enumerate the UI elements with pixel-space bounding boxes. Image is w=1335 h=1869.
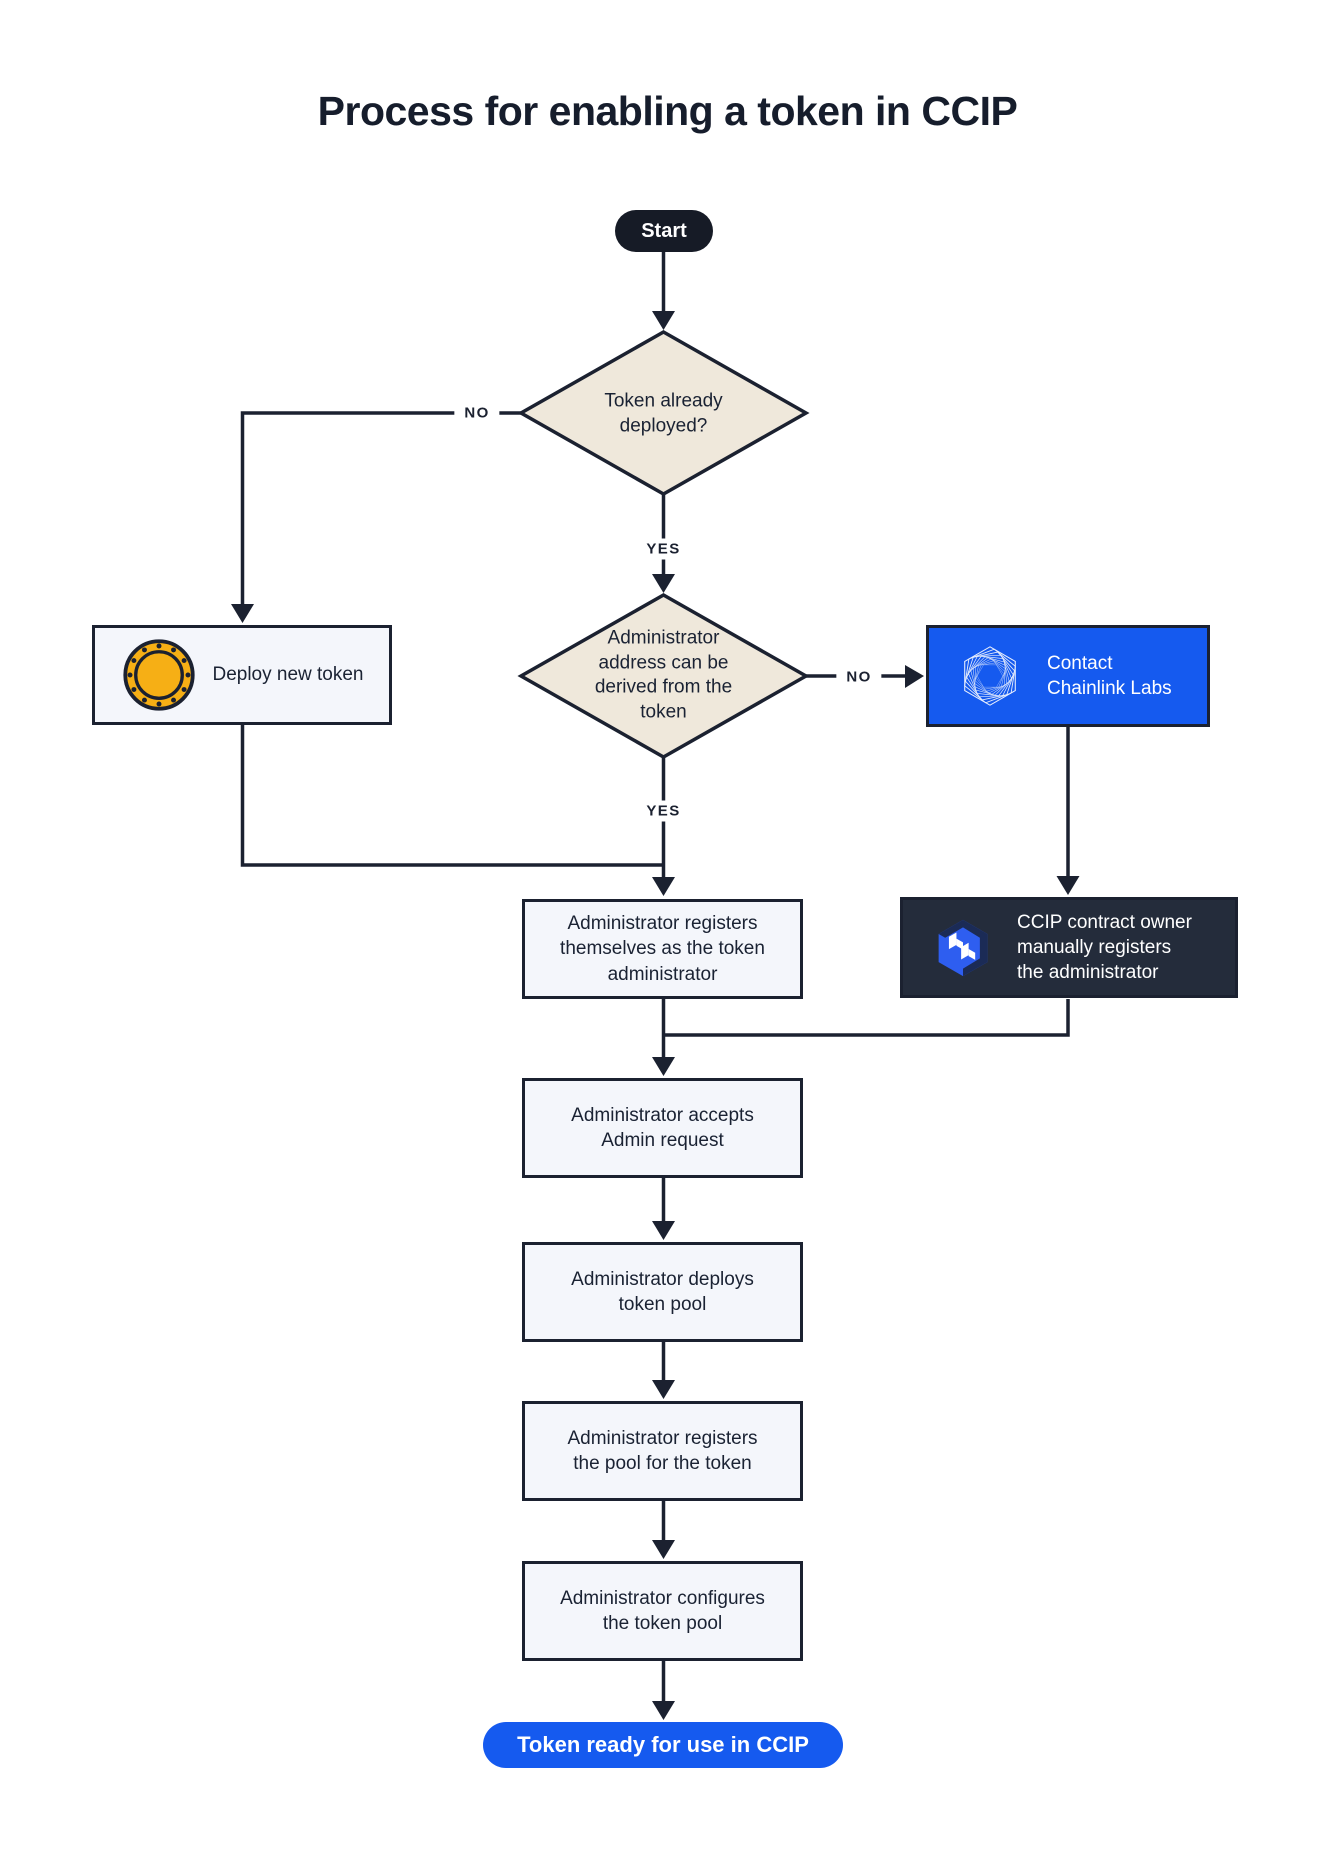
step-admin-accepts-label: Administrator accepts Admin request [571, 1104, 754, 1151]
deploy-new-token-box: Deploy new token [92, 625, 392, 725]
contact-chainlink-labs-box: Contact Chainlink Labs [926, 625, 1210, 727]
decision1-yes-label: YES [636, 538, 691, 560]
step-admin-accepts-box: Administrator accepts Admin request [522, 1078, 803, 1178]
end-label: Token ready for use in CCIP [517, 1732, 809, 1757]
chainlink-labs-icon [964, 646, 1016, 706]
step-admin-registers-pool-label: Administrator registers the pool for the… [567, 1427, 758, 1474]
arrowheads [231, 311, 1080, 1720]
page-title: Process for enabling a token in CCIP [317, 88, 1018, 134]
step-admin-registers-box: Administrator registers themselves as th… [522, 899, 803, 999]
ccip-owner-label: CCIP contract owner manually registers t… [1017, 911, 1192, 984]
decision1-label: Token already deployed? [604, 390, 723, 436]
start-label: Start [641, 219, 687, 242]
coin-icon [123, 639, 195, 711]
step-admin-configures-pool-label: Administrator configures the token pool [560, 1587, 765, 1634]
start-node: Start [615, 210, 713, 252]
step-admin-registers-label: Administrator registers themselves as th… [560, 913, 765, 985]
decision2-diamond [517, 592, 810, 760]
connectors [240, 252, 1070, 1703]
ccip-owner-box: CCIP contract owner manually registers t… [900, 897, 1238, 998]
decision1-diamond [517, 329, 810, 497]
ccip-icon [938, 919, 988, 976]
step-admin-configures-pool-box: Administrator configures the token pool [522, 1561, 803, 1661]
decision2-yes-label: YES [636, 800, 691, 822]
contact-chainlink-labs-label: Contact Chainlink Labs [1047, 652, 1172, 699]
decision1-no-label: NO [454, 402, 500, 424]
step-admin-deploys-pool-box: Administrator deploys token pool [522, 1242, 803, 1342]
step-admin-registers-pool-box: Administrator registers the pool for the… [522, 1401, 803, 1501]
end-node: Token ready for use in CCIP [483, 1722, 843, 1768]
deploy-new-token-label: Deploy new token [212, 664, 364, 686]
decision2-label: Administrator address can be derived fro… [594, 627, 733, 723]
step-admin-deploys-pool-label: Administrator deploys token pool [571, 1268, 754, 1315]
decision2-no-label: NO [836, 666, 882, 688]
